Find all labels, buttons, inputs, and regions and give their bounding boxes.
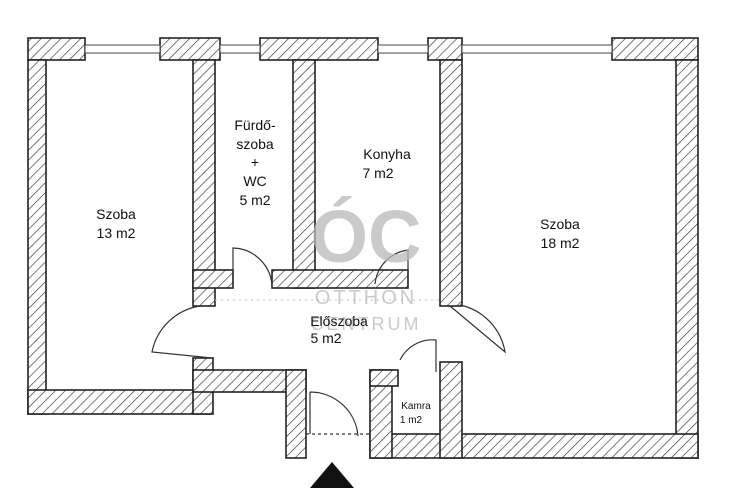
room-furdo-line-2: szoba [236, 136, 274, 152]
window-4 [461, 44, 613, 54]
room-szoba-right-area: 18 m2 [541, 235, 580, 251]
door-left-room-arc [151, 305, 213, 359]
room-furdo-line-1: Fürdő- [234, 117, 276, 133]
wall-left [27, 59, 47, 415]
wall-top-5 [611, 37, 699, 61]
doors [150, 247, 506, 437]
room-eloszoba-name: Előszoba [310, 313, 368, 329]
room-szoba-left-name: Szoba [96, 206, 136, 222]
wall-szoba-bath [192, 59, 216, 307]
window-3 [377, 44, 429, 54]
wall-top-2 [159, 37, 221, 61]
room-furdo-area: 5 m2 [239, 192, 270, 208]
door-kamra [399, 339, 437, 372]
wall-top-3 [259, 37, 379, 61]
wall-kitchen-right [439, 59, 463, 307]
room-konyha-area: 7 m2 [362, 165, 393, 181]
wall-top-4 [427, 37, 463, 61]
entrance-arrow-icon [310, 462, 354, 488]
wall-kamra-right [439, 361, 463, 459]
wall-entry-left [285, 369, 307, 459]
room-konyha-name: Konyha [363, 146, 411, 162]
room-szoba-right-name: Szoba [540, 216, 580, 232]
room-kamra-name: Kamra [401, 401, 431, 412]
watermark-logo: ÓC [311, 195, 422, 278]
door-entrance [309, 391, 359, 437]
window-2 [219, 44, 261, 54]
wall-bottom-right [369, 433, 699, 459]
window-1 [84, 44, 161, 54]
door-right-room [449, 304, 506, 354]
watermark-line-1: OTTHON [315, 287, 417, 309]
walls [27, 37, 699, 459]
room-kamra-area: 1 m2 [400, 415, 423, 426]
wall-right [675, 59, 699, 459]
room-eloszoba-area: 5 m2 [310, 330, 341, 346]
watermark: ÓC OTTHON CENTRUM [311, 195, 422, 334]
room-labels: Szoba 13 m2 Fürdő- szoba + WC 5 m2 Konyh… [96, 117, 580, 426]
watermark-line-2: CENTRUM [311, 314, 422, 334]
room-furdo-line-3: + [251, 154, 259, 170]
room-szoba-left-area: 13 m2 [97, 225, 136, 241]
room-furdo-line-4: WC [243, 173, 266, 189]
wall-kamra-top [369, 369, 399, 387]
wall-top-1 [27, 37, 86, 61]
door-kitchen [374, 249, 409, 288]
wall-bath-bottom-stub [192, 269, 234, 289]
door-bath [232, 247, 273, 289]
wall-bottom-left [27, 389, 212, 415]
windows [84, 44, 613, 54]
door-left-room [150, 306, 210, 358]
